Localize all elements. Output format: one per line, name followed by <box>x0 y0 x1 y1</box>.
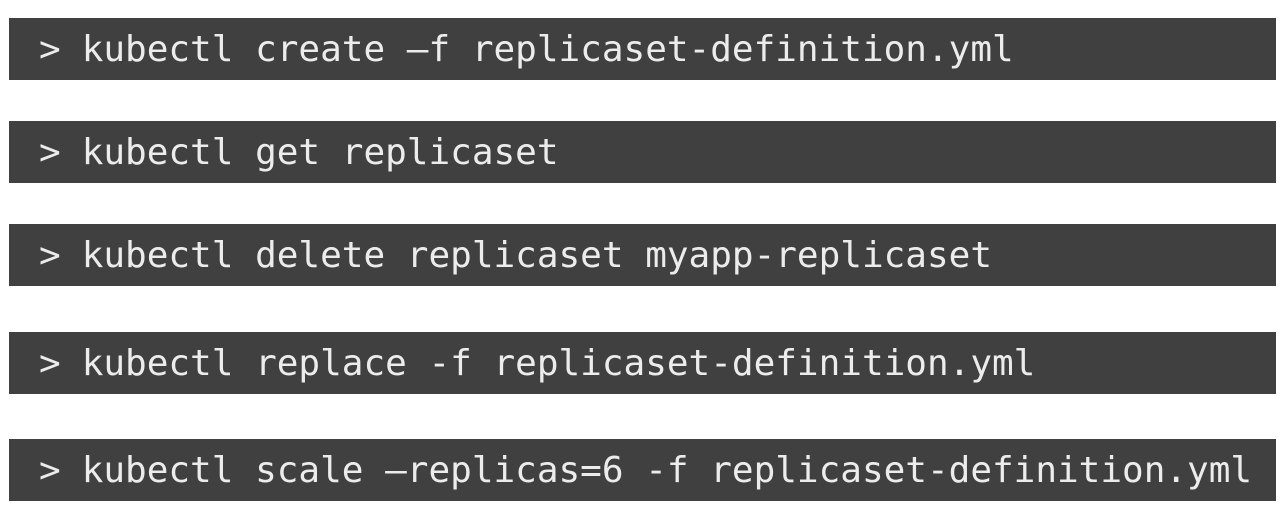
command-text: kubectl create –f replicaset-definition.… <box>81 28 1014 70</box>
prompt-symbol: > <box>39 234 61 276</box>
command-text: kubectl delete replicaset myapp-replicas… <box>81 234 992 276</box>
command-line-2: > kubectl get replicaset <box>9 121 1276 183</box>
command-text: kubectl scale –replicas=6 -f replicaset-… <box>81 449 1253 491</box>
command-text: kubectl get replicaset <box>81 131 559 173</box>
prompt-symbol: > <box>39 131 61 173</box>
command-line-5: > kubectl scale –replicas=6 -f replicaset… <box>9 439 1276 501</box>
command-line-1: > kubectl create –f replicaset-definition… <box>9 18 1276 80</box>
command-line-4: > kubectl replace -f replicaset-definitio… <box>9 332 1276 394</box>
prompt-symbol: > <box>39 449 61 491</box>
prompt-symbol: > <box>39 342 61 384</box>
prompt-symbol: > <box>39 28 61 70</box>
command-line-3: > kubectl delete replicaset myapp-replica… <box>9 224 1276 286</box>
command-text: kubectl replace -f replicaset-definition… <box>81 342 1036 384</box>
